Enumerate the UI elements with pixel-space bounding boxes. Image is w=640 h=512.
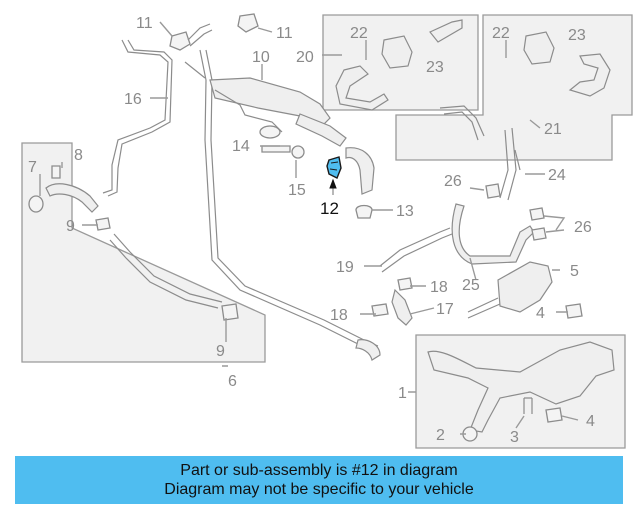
part-4-clamp-upper xyxy=(565,303,583,319)
part-9-clamp-upper xyxy=(95,217,111,231)
callout-5: 5 xyxy=(570,263,579,280)
pipe-10-outlet xyxy=(295,113,347,147)
callout-26-left: 26 xyxy=(444,173,462,190)
part-26-clamp-c xyxy=(531,227,547,241)
hose-17 xyxy=(391,288,413,326)
callout-18-left: 18 xyxy=(330,307,348,324)
part-22-valve-a xyxy=(381,35,413,69)
callout-12: 12 xyxy=(320,199,339,218)
callout-10: 10 xyxy=(252,49,270,66)
part-26-clamp-b xyxy=(529,207,545,221)
callout-23-left: 23 xyxy=(426,59,444,76)
callout-26-right: 26 xyxy=(574,219,592,236)
callout-20: 20 xyxy=(296,49,314,66)
part-15-washer xyxy=(291,145,305,159)
hose-1-main xyxy=(427,341,615,433)
callout-2: 2 xyxy=(436,427,445,444)
part-5-housing xyxy=(497,261,553,313)
callout-16: 16 xyxy=(124,91,142,108)
panel-21-assembly xyxy=(395,14,633,161)
callout-7: 7 xyxy=(28,159,37,176)
banner-line-1: Part or sub-assembly is #12 in diagram xyxy=(180,462,458,479)
hose-21-lower xyxy=(439,105,485,141)
callout-1: 1 xyxy=(398,385,407,402)
arrow-12 xyxy=(329,178,337,189)
pipe-left-lower xyxy=(109,233,223,309)
hose-21 xyxy=(568,53,611,97)
part-7-ring xyxy=(28,195,44,213)
panel-left-hose-group xyxy=(21,142,266,363)
hose-near-12 xyxy=(345,147,375,195)
callout-11-left: 11 xyxy=(136,15,153,32)
part-3-clip xyxy=(523,397,533,414)
part-18-clamp-b xyxy=(371,303,389,317)
part-9-clamp-lower xyxy=(221,303,239,321)
pipe-19 xyxy=(379,227,453,273)
part-14-bolt xyxy=(261,145,291,153)
part-11-clip-left xyxy=(169,31,191,51)
hose-20 xyxy=(335,65,389,111)
part-5-outlet xyxy=(467,297,501,319)
callout-3: 3 xyxy=(510,429,519,446)
hose-20-top xyxy=(429,19,463,43)
coolant-pipe-16 xyxy=(102,39,173,197)
hose-end-6 xyxy=(355,339,381,361)
callout-9-lower: 9 xyxy=(216,343,225,360)
callout-18-right: 18 xyxy=(430,279,448,296)
part-18-clamp-a xyxy=(397,277,413,291)
callout-14: 14 xyxy=(232,138,250,155)
callout-15: 15 xyxy=(288,182,306,199)
hose-left-group xyxy=(45,183,99,213)
part-22-valve-b xyxy=(523,31,555,65)
callout-4-lower: 4 xyxy=(586,413,595,430)
callout-23-right: 23 xyxy=(568,27,586,44)
part-11-clip-right xyxy=(237,13,259,33)
callout-4-upper: 4 xyxy=(536,305,545,322)
part-26-clamp-a xyxy=(485,183,501,199)
callout-6: 6 xyxy=(228,373,237,390)
leader-lines xyxy=(39,21,579,435)
callout-22-right: 22 xyxy=(492,25,510,42)
callout-8: 8 xyxy=(74,147,83,164)
part-8-clip xyxy=(51,165,61,179)
part-4-clamp-lower xyxy=(545,407,563,423)
pipe-10-flange xyxy=(259,125,281,139)
info-banner: Part or sub-assembly is #12 in diagram D… xyxy=(15,456,623,504)
part-12-clip-detail xyxy=(329,161,339,171)
hose-top xyxy=(187,23,213,47)
banner-line-2: Diagram may not be specific to your vehi… xyxy=(164,481,474,498)
pipe-10-outline xyxy=(184,61,283,133)
callout-22-left: 22 xyxy=(350,25,368,42)
callout-25: 25 xyxy=(462,277,480,294)
part-12-clip xyxy=(326,156,342,179)
coolant-pipe-6 xyxy=(199,49,379,353)
callout-17: 17 xyxy=(436,301,454,318)
callout-24: 24 xyxy=(548,167,566,184)
part-13-clamp xyxy=(355,204,373,219)
callout-9-upper: 9 xyxy=(66,218,75,235)
hose-25 xyxy=(451,203,535,265)
callout-21: 21 xyxy=(544,121,562,138)
pipe-24 xyxy=(499,127,521,201)
callout-11-right: 11 xyxy=(276,25,293,42)
callout-19: 19 xyxy=(336,259,354,276)
callout-13: 13 xyxy=(396,203,414,220)
